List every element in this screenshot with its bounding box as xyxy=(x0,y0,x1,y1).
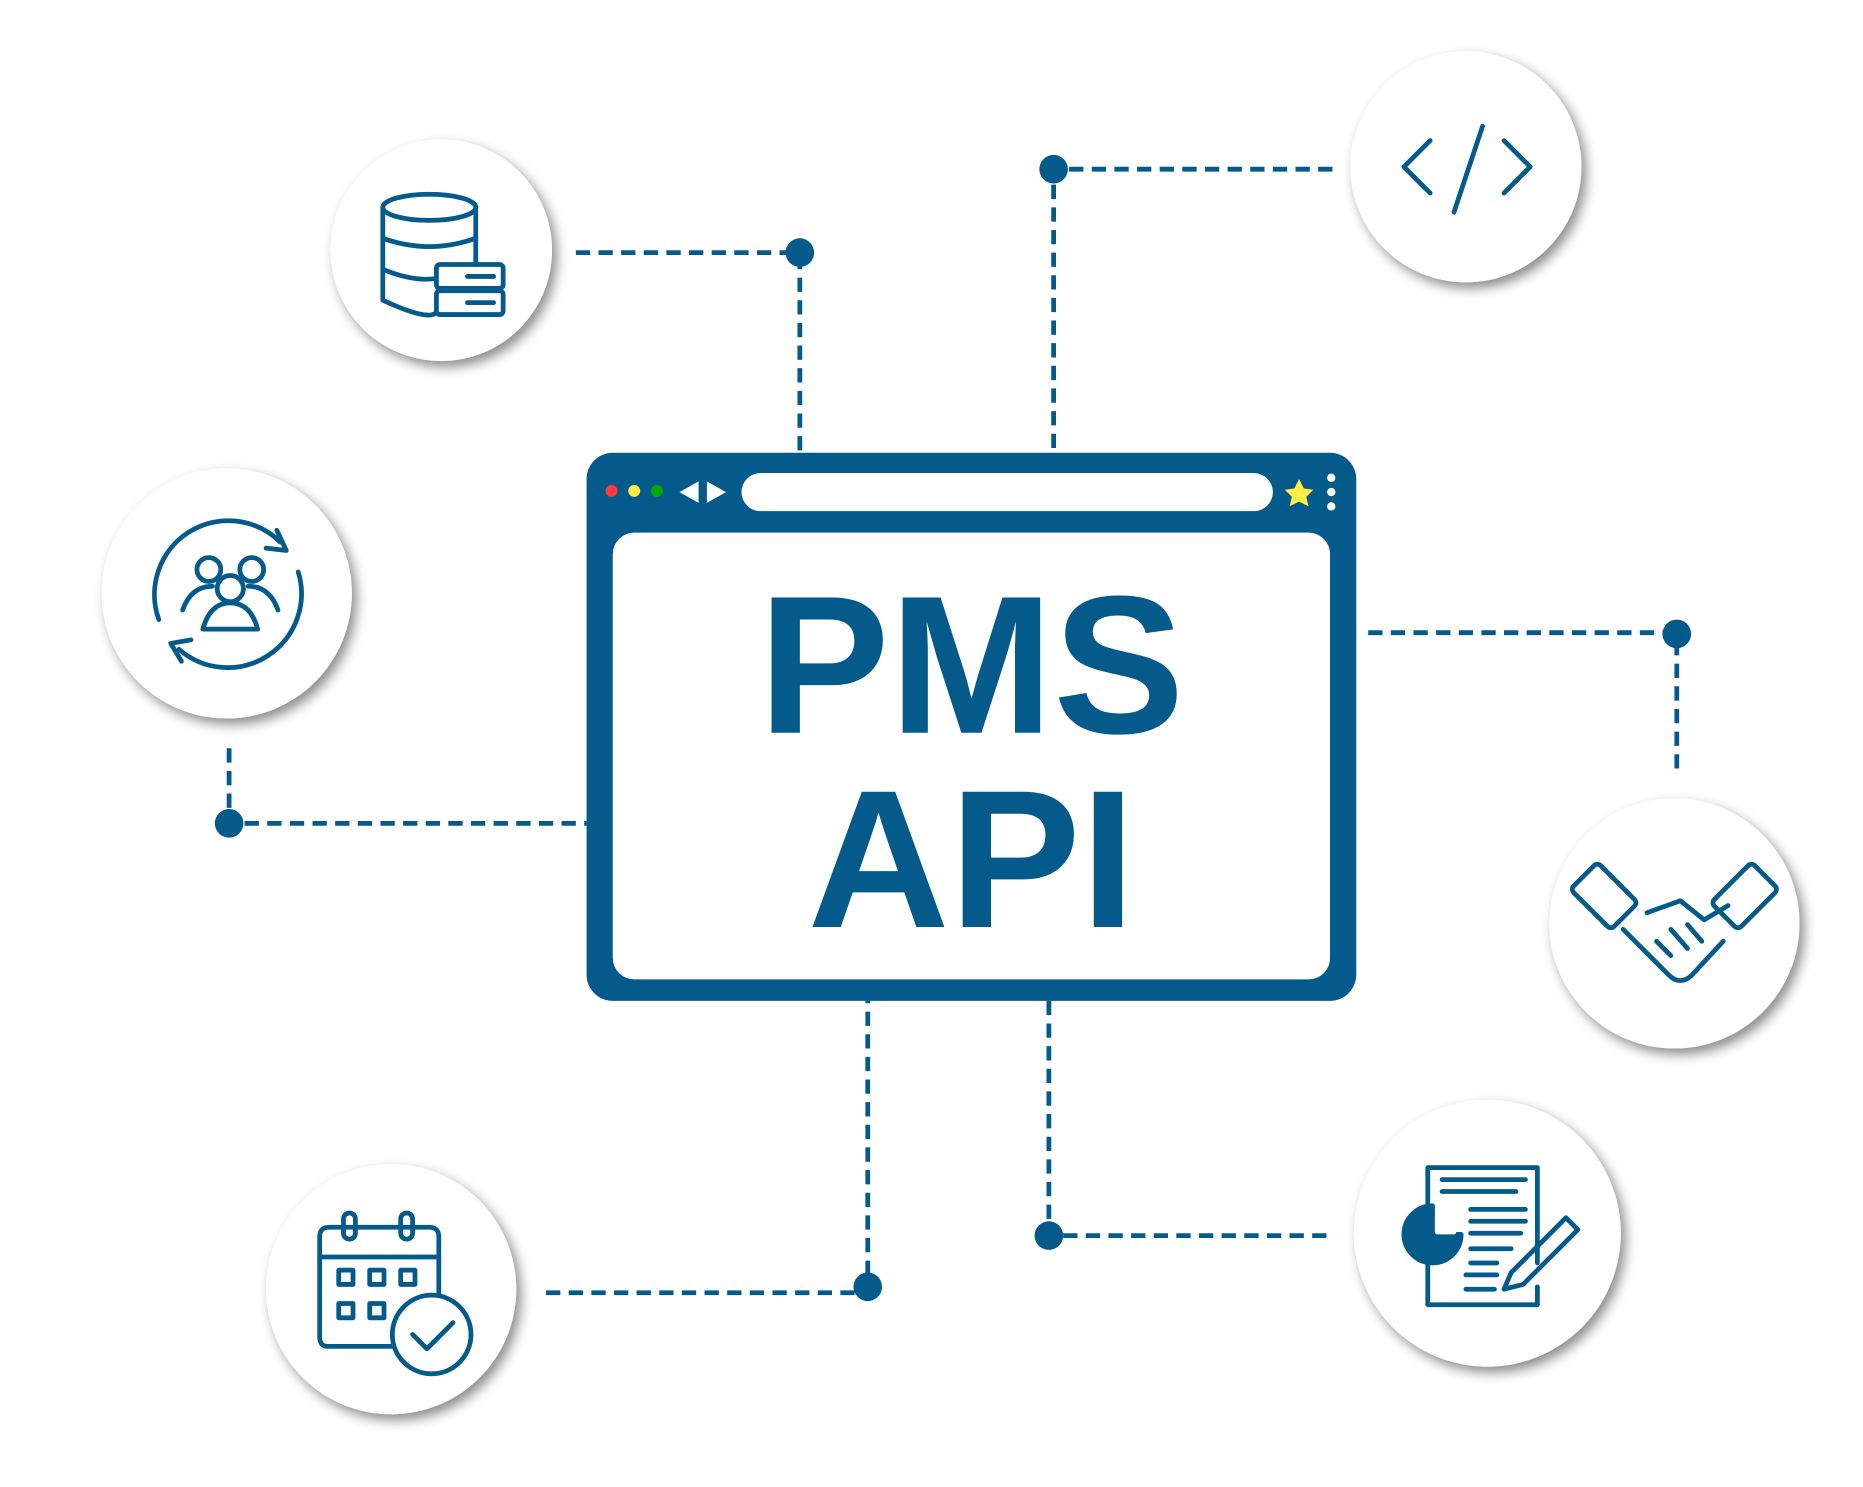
connector-database xyxy=(575,238,815,453)
maximize-dot-icon xyxy=(650,484,663,497)
address-bar xyxy=(741,473,1273,512)
menu-dots-icon xyxy=(1327,473,1336,511)
back-arrow-icon xyxy=(679,481,699,503)
close-dot-icon xyxy=(605,484,618,497)
browser-content xyxy=(612,532,1331,980)
database-node xyxy=(330,139,553,362)
connector-users xyxy=(214,748,587,838)
title-line-1: PMS xyxy=(758,555,1184,775)
report-node xyxy=(1353,1099,1621,1367)
calendar-node xyxy=(266,1164,517,1415)
title-line-2: API xyxy=(808,749,1136,969)
connector-calendar xyxy=(546,1000,883,1302)
code-node xyxy=(1350,51,1582,283)
calendar-check-icon xyxy=(317,1210,474,1377)
forward-arrow-icon xyxy=(706,481,726,503)
connector-report xyxy=(1034,1000,1333,1250)
handshake-node xyxy=(1549,798,1800,1049)
users-node xyxy=(101,468,352,719)
connector-code xyxy=(1039,154,1333,453)
browser-window: PMS API xyxy=(586,452,1357,1001)
code-icon xyxy=(1401,123,1533,215)
database-icon xyxy=(380,191,506,318)
handshake-icon xyxy=(1569,861,1779,983)
report-edit-icon xyxy=(1401,1165,1581,1308)
star-icon xyxy=(1284,478,1314,507)
minimize-dot-icon xyxy=(628,484,641,497)
connector-handshake xyxy=(1368,619,1692,777)
user-sync-icon xyxy=(152,518,304,670)
